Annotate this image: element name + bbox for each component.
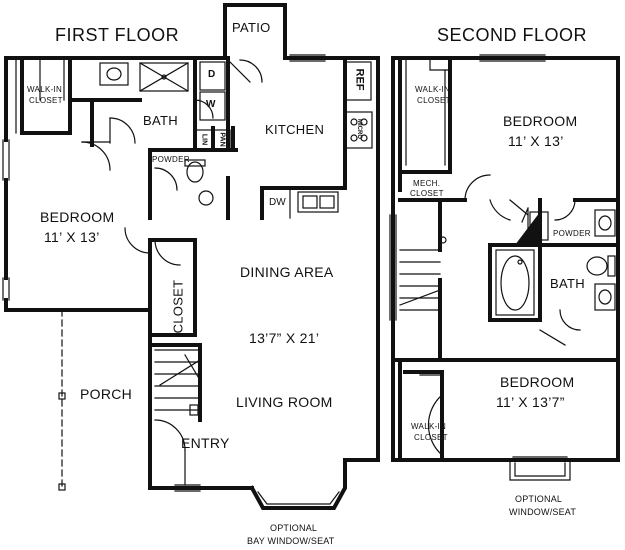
powder-label: POWDER — [152, 155, 190, 164]
walkin-closet-label-line2: CLOSET — [29, 96, 63, 105]
bedroom-top-label: BEDROOM — [503, 113, 578, 129]
walkin-closet-label-line1: WALK-IN — [27, 85, 63, 94]
first-floor-walls — [4, 3, 380, 510]
walkin-closet-top-line1: WALK-IN — [415, 85, 451, 94]
walkin-closet-bottom-line2: CLOSET — [414, 433, 448, 442]
bedroom-top-dimension: 11’ X 13’ — [508, 133, 564, 149]
second-floor-thin — [389, 54, 616, 481]
bedroom-bottom-label: BEDROOM — [500, 374, 575, 390]
porch-label: PORCH — [80, 386, 133, 402]
pantry-label: PAN — [218, 132, 226, 147]
dining-area-label: DINING AREA — [240, 264, 334, 280]
optional-window-seat-line1: OPTIONAL — [515, 494, 563, 504]
walkin-closet-bottom-line1: WALK-IN — [411, 422, 447, 431]
bedroom-label: BEDROOM — [40, 209, 115, 225]
bedroom-dimension: 11’ X 13’ — [44, 229, 100, 245]
kitchen-label: KITCHEN — [265, 122, 325, 137]
dryer-label: D — [208, 69, 216, 80]
bath-label: BATH — [143, 113, 178, 128]
bedroom-bottom-dimension: 11’ X 13’7” — [496, 394, 565, 410]
living-dimension: 13’7” X 21’ — [249, 330, 320, 346]
second-floor-title: SECOND FLOOR — [437, 25, 588, 45]
mech-closet-line1: MECH. — [413, 179, 441, 188]
first-floor-title: FIRST FLOOR — [55, 25, 180, 45]
closet-label: CLOSET — [170, 279, 186, 334]
walkin-closet-top-line2: CLOSET — [417, 96, 451, 105]
microwave-label: MICRO — [356, 119, 362, 139]
patio-label: PATIO — [232, 20, 271, 35]
washer-label: W — [206, 99, 216, 110]
linen-second-label: LIN — [534, 226, 542, 239]
refrigerator-label: REF — [353, 68, 366, 91]
mech-closet-line2: CLOSET — [410, 189, 444, 198]
optional-bay-window-line2: BAY WINDOW/SEAT — [247, 536, 335, 546]
entry-label: ENTRY — [181, 435, 230, 451]
dishwasher-label: DW — [269, 197, 286, 208]
first-floor-thin — [2, 54, 373, 505]
powder-second-label: POWDER — [553, 229, 591, 238]
living-room-label: LIVING ROOM — [236, 394, 333, 410]
optional-window-seat-line2: WINDOW/SEAT — [509, 507, 577, 517]
bath-second-label: BATH — [550, 276, 585, 291]
linen-label: LIN — [200, 133, 208, 146]
optional-bay-window-line1: OPTIONAL — [270, 523, 318, 533]
